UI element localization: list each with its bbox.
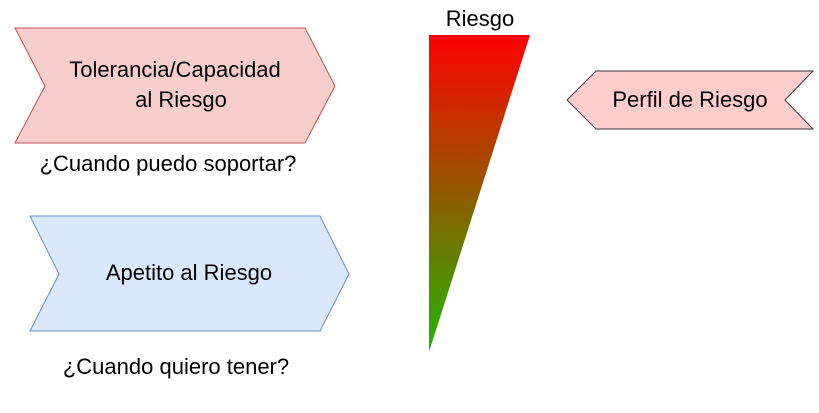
appetite-label: Apetito al Riesgo [106, 260, 272, 285]
tolerance-chevron: Tolerancia/Capacidad al Riesgo [14, 27, 336, 144]
tolerance-chevron-shape [14, 27, 336, 144]
appetite-question: ¿Cuando quiero tener? [63, 354, 289, 379]
risk-profile-label: Perfil de Riesgo [612, 87, 767, 112]
appetite-chevron: Apetito al Riesgo [29, 215, 350, 332]
tolerance-label-line2: al Riesgo [135, 87, 227, 112]
risk-profile-arrow: Perfil de Riesgo [566, 70, 815, 130]
risk-profile-shape [566, 70, 815, 130]
tolerance-question: ¿Cuando puedo soportar? [40, 151, 297, 176]
risk-scale-title: Riesgo [446, 6, 514, 31]
appetite-chevron-shape [29, 215, 350, 332]
risk-scale-triangle [429, 35, 530, 352]
tolerance-label-line1: Tolerancia/Capacidad [69, 57, 281, 82]
